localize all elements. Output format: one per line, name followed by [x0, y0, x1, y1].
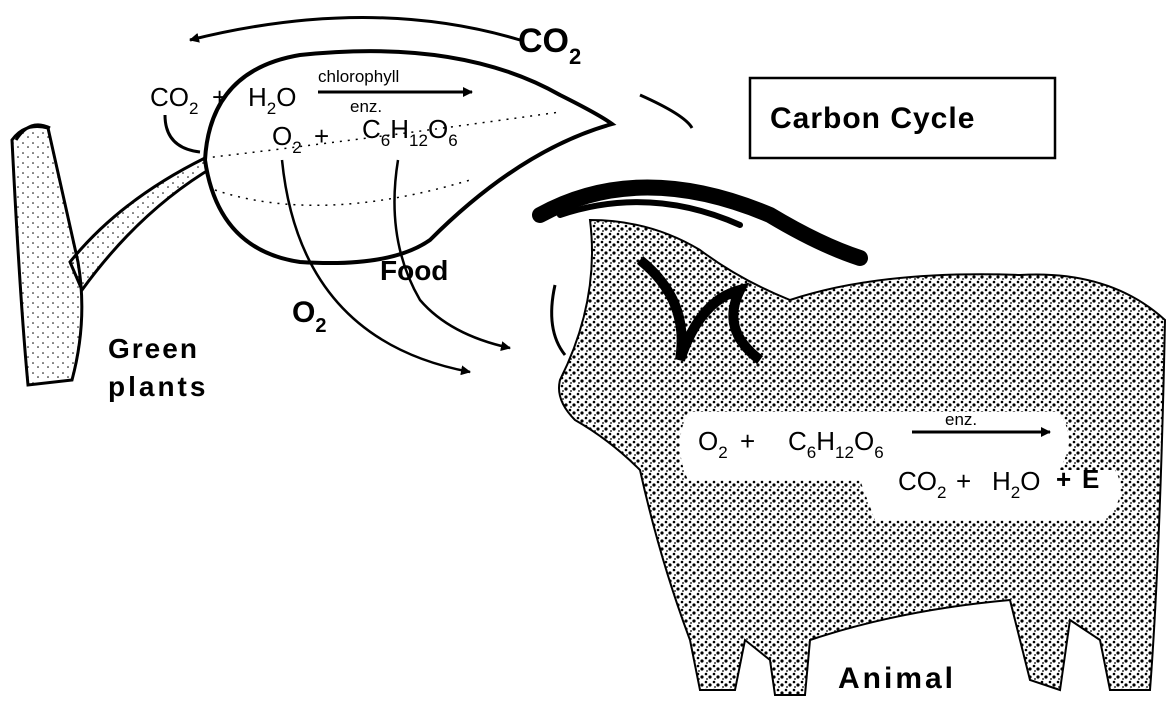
o2-flow-label: O2	[292, 296, 326, 337]
resp-plus-2: +	[956, 466, 971, 496]
resp-plus-1: +	[740, 426, 755, 456]
food-label: Food	[380, 255, 448, 286]
co2-release-curve	[640, 95, 692, 128]
co2-intake-curve	[165, 115, 200, 152]
photo-plus-1: +	[212, 82, 227, 112]
co2-top-label: CO2	[518, 22, 581, 69]
animal-label: Animal	[838, 662, 956, 695]
green-plants-label-line2: plants	[108, 371, 208, 402]
resp-plus-3: +	[1056, 464, 1071, 494]
photo-catalyst-chlorophyll: chlorophyll	[318, 67, 399, 86]
co2-return-arrow	[190, 18, 520, 41]
title-text: Carbon Cycle	[770, 102, 975, 135]
title-box: Carbon Cycle	[750, 78, 1055, 158]
photo-plus-2: +	[314, 121, 329, 151]
resp-energy: E	[1082, 464, 1099, 494]
photo-reactant-co2: CO2	[150, 82, 198, 118]
green-plants-label-line1: Green	[108, 333, 199, 364]
resp-catalyst-enz: enz.	[945, 410, 977, 429]
